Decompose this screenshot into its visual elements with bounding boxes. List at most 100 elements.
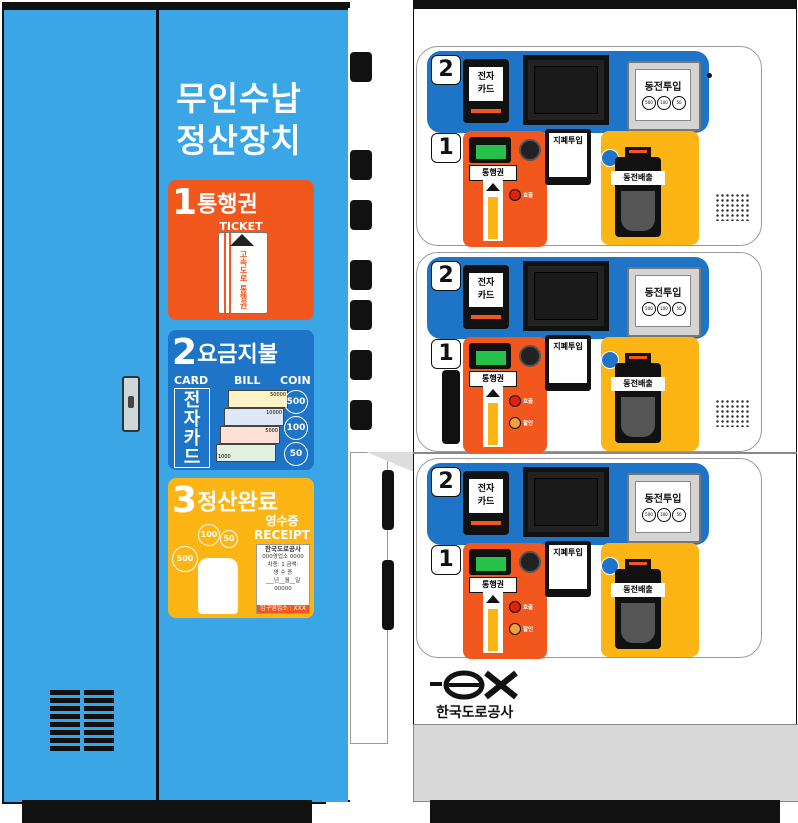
side-knob bbox=[382, 560, 394, 630]
bill-icon: 1000 bbox=[216, 444, 276, 462]
step-heading: 1통행권 bbox=[172, 182, 258, 223]
coin-return-tray[interactable]: 동전배출 bbox=[611, 147, 665, 237]
machine-base-panel bbox=[413, 724, 798, 802]
coin-100-icon: 100 bbox=[198, 524, 220, 546]
call-button-label: 호출 bbox=[523, 399, 534, 405]
ticket-scanner[interactable] bbox=[469, 549, 511, 575]
coin-100-icon: 100 bbox=[284, 416, 308, 440]
ticket-scanner[interactable] bbox=[469, 137, 511, 163]
discount-button-label: 할인 bbox=[523, 421, 534, 427]
vent-slot bbox=[50, 698, 80, 703]
vent-slot bbox=[50, 706, 80, 711]
coin-500-icon: 500 bbox=[642, 302, 656, 316]
ecard-reader[interactable]: 전자 카드 bbox=[463, 59, 509, 123]
step-heading: 3정산완료 bbox=[172, 480, 278, 521]
ecard-reader[interactable]: 전자 카드 bbox=[463, 265, 509, 329]
coin-return-label: 동전배출 bbox=[611, 171, 665, 185]
step-2-number: 2 bbox=[431, 55, 461, 85]
step-1-number: 1 bbox=[431, 339, 461, 369]
discount-button[interactable] bbox=[509, 623, 521, 635]
card-column-header: CARD bbox=[174, 374, 209, 387]
discount-button-label: 할인 bbox=[523, 627, 534, 633]
vent-slot bbox=[50, 738, 80, 743]
coin-50-icon: 50 bbox=[672, 302, 686, 316]
call-button[interactable] bbox=[509, 601, 521, 613]
bill-insert-slot[interactable]: 지폐투입 bbox=[545, 541, 591, 597]
side-knob bbox=[350, 400, 372, 430]
receipt-label: 영수증 bbox=[265, 514, 299, 528]
electronic-card-box: 전 자 카 드 bbox=[174, 388, 210, 468]
call-button[interactable] bbox=[509, 395, 521, 407]
ticket-slot[interactable] bbox=[483, 385, 503, 447]
ticket-insert-panel: 통행권 호출 bbox=[463, 131, 547, 247]
vent-slot bbox=[84, 746, 114, 751]
display-screen bbox=[523, 261, 609, 331]
indicator-dot bbox=[707, 73, 712, 78]
hand-icon bbox=[198, 558, 238, 614]
step-title: 요금지불 bbox=[197, 342, 279, 368]
side-knob bbox=[350, 200, 372, 230]
payment-module-3: 2 전자 카드 동전투입 500 100 50 1 통행권 호출 할인 지폐투입… bbox=[416, 458, 762, 659]
module-divider bbox=[413, 452, 797, 454]
door-handle[interactable] bbox=[122, 376, 140, 432]
coin-50-icon: 50 bbox=[220, 530, 238, 548]
door-split bbox=[156, 10, 159, 802]
coin-500-icon: 500 bbox=[172, 546, 198, 572]
ticket-slot[interactable] bbox=[483, 179, 503, 241]
coin-return-tray[interactable]: 동전배출 bbox=[611, 353, 665, 443]
coin-return-tray[interactable]: 동전배출 bbox=[611, 559, 665, 649]
coin-50-icon: 50 bbox=[672, 508, 686, 522]
coin-insert-label: 동전투입 bbox=[644, 494, 682, 505]
speaker-grille bbox=[715, 193, 751, 221]
vent-slot bbox=[50, 690, 80, 695]
machine-base bbox=[430, 800, 780, 823]
camera-icon bbox=[519, 139, 541, 161]
machine-title: 무인수납 정산장치 bbox=[160, 78, 318, 162]
coin-return-panel: 동전배출 bbox=[601, 131, 699, 245]
vent-slot bbox=[84, 722, 114, 727]
ticket-card-text: 고속도로 통행권 bbox=[239, 250, 248, 309]
display-screen bbox=[523, 467, 609, 537]
receipt-company: 한국도로공사 bbox=[265, 545, 301, 553]
ecard-reader[interactable]: 전자 카드 bbox=[463, 471, 509, 535]
ticket-label: TICKET bbox=[219, 220, 263, 233]
title-line-1: 무인수납 bbox=[176, 79, 302, 118]
coin-insert-label: 동전투입 bbox=[644, 82, 682, 93]
step-number: 2 bbox=[172, 332, 198, 373]
ticket-slot[interactable] bbox=[483, 591, 503, 653]
bill-insert-slot[interactable]: 지폐투입 bbox=[545, 335, 591, 391]
coin-500-icon: 500 bbox=[284, 390, 308, 414]
bill-insert-label: 지폐투입 bbox=[549, 133, 587, 177]
bill-insert-slot[interactable]: 지폐투입 bbox=[545, 129, 591, 185]
ex-logo-icon bbox=[430, 670, 518, 700]
up-arrow-icon bbox=[230, 234, 254, 246]
coin-100-icon: 100 bbox=[657, 96, 671, 110]
ticket-insert-panel: 통행권 호출 할인 bbox=[463, 543, 547, 659]
bill-icon: 10000 bbox=[224, 408, 284, 426]
coin-insert-slot[interactable]: 동전투입 500 100 50 bbox=[627, 473, 701, 543]
side-knob bbox=[350, 52, 372, 82]
step-payment-panel: 2요금지불 CARD BILL COIN 전 자 카 드 50000 10000… bbox=[168, 330, 314, 470]
discount-button[interactable] bbox=[509, 417, 521, 429]
receipt-line: 차종: 1 금액: bbox=[267, 562, 299, 568]
coin-100-icon: 100 bbox=[657, 508, 671, 522]
step-title: 통행권 bbox=[197, 192, 258, 218]
vent-slot bbox=[84, 706, 114, 711]
receipt-label-en: RECEIPT bbox=[254, 528, 310, 542]
vent-slot bbox=[84, 738, 114, 743]
coin-500-icon: 500 bbox=[642, 96, 656, 110]
info-badge-icon bbox=[601, 557, 619, 575]
step-2-number: 2 bbox=[431, 467, 461, 497]
call-button-label: 호출 bbox=[523, 605, 534, 611]
vent-slot bbox=[50, 730, 80, 735]
title-line-2: 정산장치 bbox=[176, 121, 302, 160]
call-button[interactable] bbox=[509, 189, 521, 201]
coin-insert-slot[interactable]: 동전투입 500 100 50 bbox=[627, 267, 701, 337]
payment-module-1: 2 전자 카드 동전투입 500 100 50 1 통행권 호출 지폐투입 3 … bbox=[416, 46, 762, 247]
side-card-slot[interactable] bbox=[442, 370, 460, 444]
coin-100-icon: 100 bbox=[657, 302, 671, 316]
ticket-scanner[interactable] bbox=[469, 343, 511, 369]
coin-insert-slot[interactable]: 동전투입 500 100 50 bbox=[627, 61, 701, 131]
bill-icon: 50000 bbox=[228, 390, 288, 408]
bill-insert-label: 지폐투입 bbox=[549, 545, 587, 589]
